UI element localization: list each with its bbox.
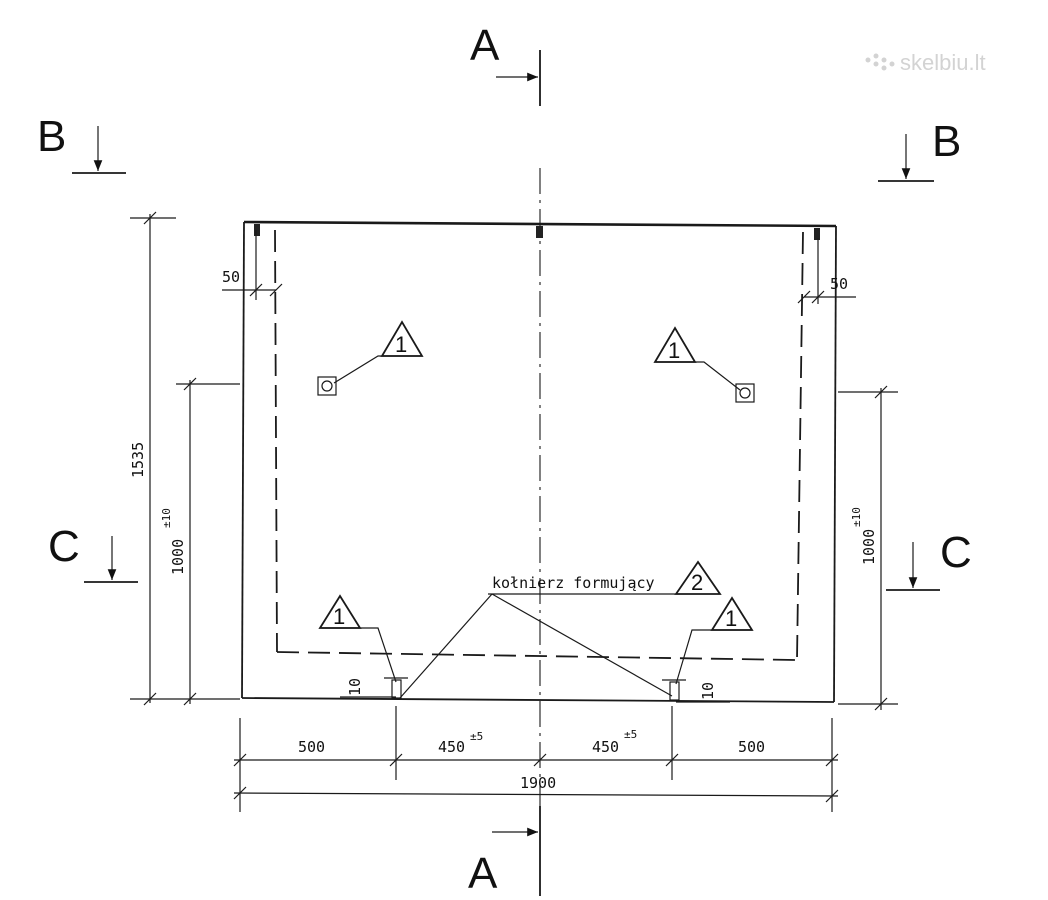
dimension-offset-left: 50 [222,230,283,300]
section-b-right: B [878,117,961,182]
dimension-width-total: 1900 [233,774,839,803]
callout-1-lower-left: 1 [333,604,345,629]
insert-lower-right: 1 [662,596,754,701]
section-c-left-label: C [48,522,80,571]
dim-1000-right-tolerance: ±10 [850,507,863,527]
dim-450-left-tolerance: ±5 [470,730,483,743]
insert-lower-left: 1 [318,594,408,699]
dim-10-left: 10 [346,678,364,696]
dim-10-right: 10 [699,682,717,700]
section-a-bottom: A [468,806,541,898]
section-a-top: A [470,21,541,106]
flange-note-text: kołnierz formujący [492,574,655,592]
dim-1000-left: 1000 [169,539,187,575]
section-a-bottom-label: A [468,849,498,898]
dimension-height-left-opening: 1000 ±10 [160,377,240,706]
inner-hidden-contour [274,229,804,661]
section-b-left-label: B [37,112,66,161]
dim-450-right-tolerance: ±5 [624,728,637,741]
dimension-gap-left: 10 [340,678,396,698]
section-c-right-label: C [940,528,972,577]
dim-1900: 1900 [520,774,556,792]
dim-50-right: 50 [830,275,848,293]
dimension-height-right-opening: 1000 ±10 [838,385,898,711]
dim-1000-right: 1000 [860,529,878,565]
section-b-left: B [37,112,126,174]
section-a-top-label: A [470,21,500,70]
dim-450-right: 450 [592,738,619,756]
dim-50-left: 50 [222,268,240,286]
section-c-left: C [48,522,138,583]
dim-1000-left-tolerance: ±10 [160,508,173,528]
callout-1-upper-left: 1 [395,332,407,357]
dimension-gap-right: 10 [676,682,730,703]
insert-upper-left: 1 [317,320,424,396]
callout-1-lower-right: 1 [725,606,737,631]
dimension-width-chain: 500 450 ±5 450 ±5 500 [233,706,839,812]
dimension-offset-right: 50 [797,238,856,304]
callout-1-upper-right: 1 [668,338,680,363]
section-c-right: C [886,528,972,591]
dimension-height-total: 1535 [129,211,176,706]
dim-500-right: 500 [738,738,765,756]
outer-contour [241,220,837,703]
flange-note: kołnierz formujący 2 [399,560,722,699]
dim-500-left: 500 [298,738,325,756]
dim-450-left: 450 [438,738,465,756]
callout-2-flange: 2 [691,570,703,595]
insert-upper-right: 1 [653,326,755,403]
dim-1535: 1535 [129,442,147,478]
watermark-text: skelbiu.lt [900,50,986,75]
section-b-right-label: B [932,117,961,166]
watermark: skelbiu.lt [865,50,986,75]
watermark-logo-icon [865,53,895,71]
